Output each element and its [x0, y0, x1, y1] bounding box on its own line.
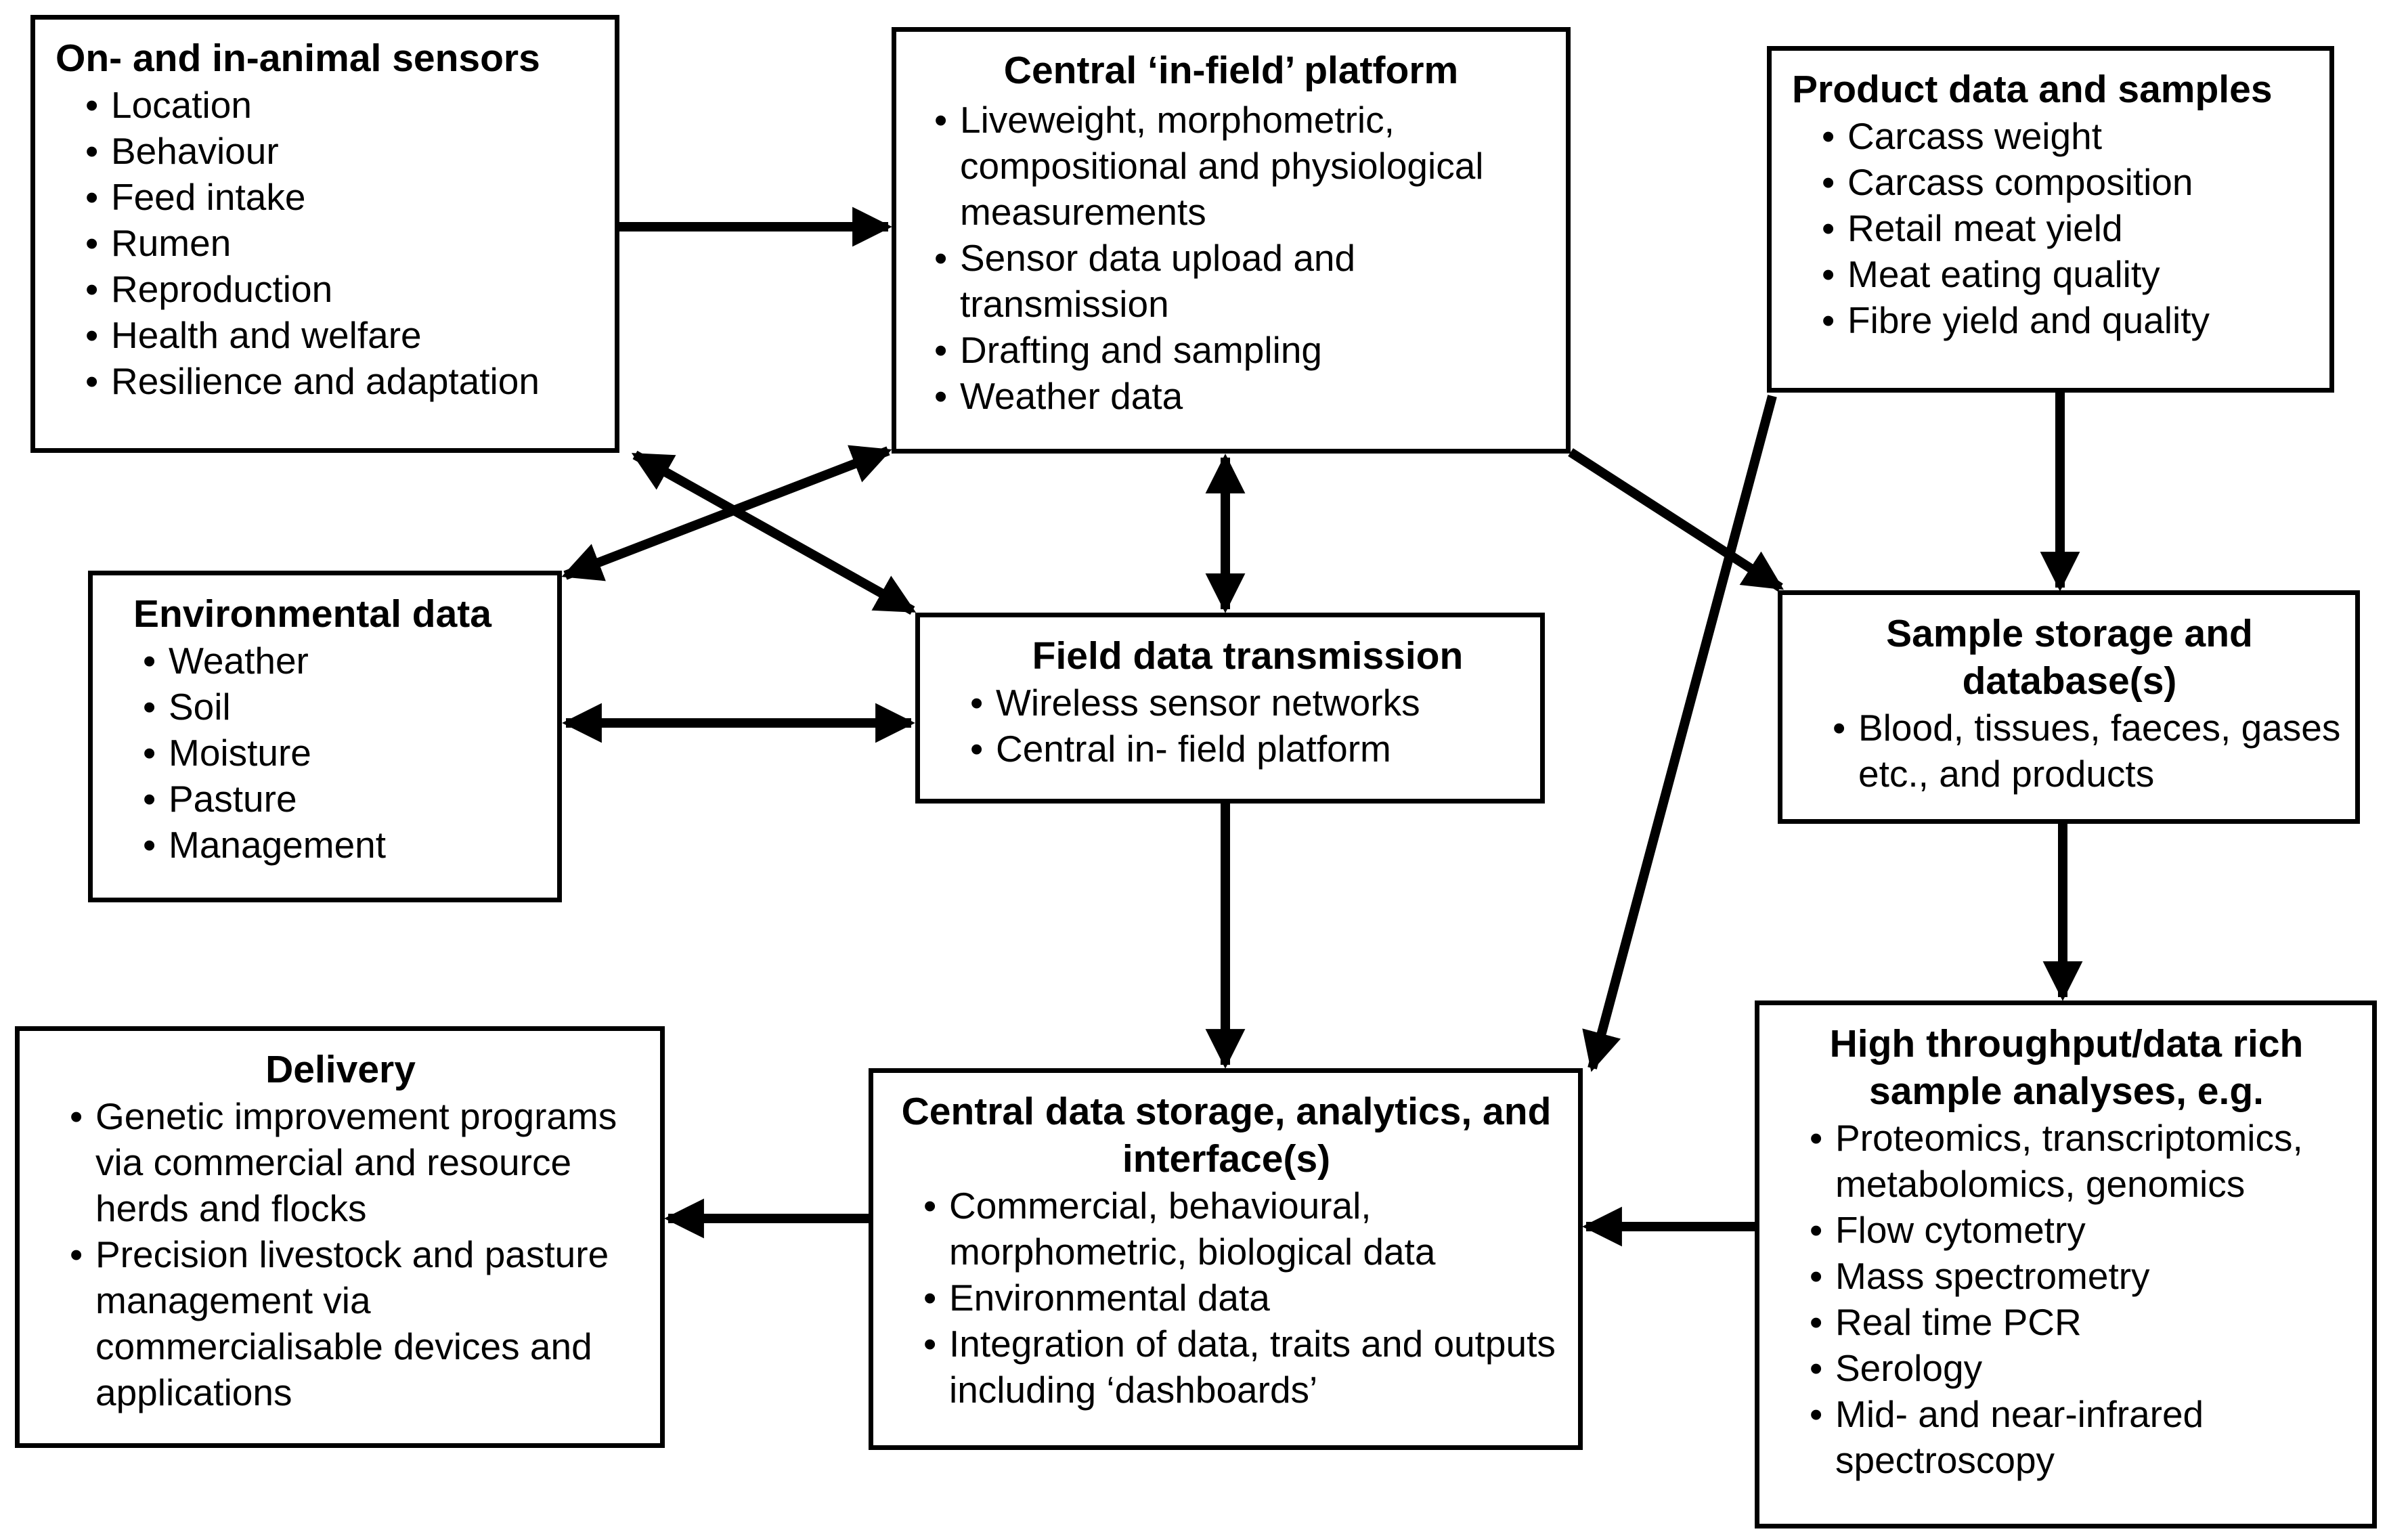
list-item: Liveweight, morphometric, compositional … — [932, 97, 1554, 235]
list-item: Meat eating quality — [1819, 251, 2317, 297]
environmental-box: Environmental data WeatherSoilMoisturePa… — [88, 571, 562, 902]
arrow-product-central — [1582, 395, 1777, 1072]
list-item: Fibre yield and quality — [1819, 297, 2317, 343]
product-box: Product data and samples Carcass weightC… — [1767, 46, 2334, 393]
list-item: Pasture — [140, 776, 545, 822]
list-item: Carcass weight — [1819, 113, 2317, 159]
list-item: Soil — [140, 684, 545, 730]
arrow-platform-environmental — [561, 445, 892, 581]
platform-box: Central ‘in-field’ platform Liveweight, … — [892, 27, 1571, 454]
list-item: Blood, tissues, faeces, gases etc., and … — [1830, 705, 2343, 797]
delivery-title: Delivery — [265, 1048, 416, 1091]
field-list: Wireless sensor networksCentral in- fiel… — [967, 680, 1528, 772]
list-item: Behaviour — [83, 128, 601, 174]
delivery-list: Genetic improvement programs via commerc… — [67, 1093, 648, 1415]
list-item: Real time PCR — [1807, 1299, 2360, 1345]
list-item: Drafting and sampling — [932, 327, 1554, 373]
storage-box: Sample storage and database(s) Blood, ti… — [1778, 590, 2360, 824]
sensors-title: On- and in-animal sensors — [56, 37, 540, 80]
sensors-box: On- and in-animal sensors LocationBehavi… — [30, 15, 619, 453]
product-list: Carcass weightCarcass compositionRetail … — [1819, 113, 2317, 343]
list-item: Serology — [1807, 1345, 2360, 1391]
list-item: Weather — [140, 638, 545, 684]
list-item: Commercial, behavioural, morphometric, b… — [921, 1183, 1566, 1275]
platform-list: Liveweight, morphometric, compositional … — [932, 97, 1554, 419]
list-item: Mass spectrometry — [1807, 1253, 2360, 1299]
list-item: Weather data — [932, 373, 1554, 419]
field-title: Field data transmission — [1032, 634, 1464, 678]
list-item: Wireless sensor networks — [967, 680, 1528, 726]
list-item: Resilience and adaptation — [83, 358, 601, 404]
htp-list: Proteomics, transcriptomics, metabolomic… — [1807, 1115, 2360, 1483]
list-item: Mid- and near-infrared spectroscopy — [1807, 1391, 2360, 1483]
list-item: Retail meat yield — [1819, 205, 2317, 251]
central-box: Central data storage, analytics, and int… — [869, 1068, 1583, 1450]
delivery-box: Delivery Genetic improvement programs vi… — [15, 1026, 665, 1448]
list-item: Flow cytometry — [1807, 1207, 2360, 1253]
list-item: Moisture — [140, 730, 545, 776]
product-title: Product data and samples — [1792, 68, 2273, 111]
central-list: Commercial, behavioural, morphometric, b… — [921, 1183, 1566, 1413]
list-item: Proteomics, transcriptomics, metabolomic… — [1807, 1115, 2360, 1207]
list-item: Precision livestock and pasture manageme… — [67, 1231, 648, 1415]
list-item: Location — [83, 82, 601, 128]
list-item: Reproduction — [83, 266, 601, 312]
storage-title: Sample storage and database(s) — [1886, 612, 2253, 703]
list-item: Genetic improvement programs via commerc… — [67, 1093, 648, 1231]
platform-title: Central ‘in-field’ platform — [1003, 49, 1459, 92]
list-item: Health and welfare — [83, 312, 601, 358]
list-item: Environmental data — [921, 1275, 1566, 1321]
htp-box: High throughput/data rich sample analyse… — [1755, 1000, 2377, 1528]
list-item: Central in- field platform — [967, 726, 1528, 772]
list-item: Feed intake — [83, 174, 601, 220]
environmental-title: Environmental data — [133, 592, 491, 636]
list-item: Carcass composition — [1819, 159, 2317, 205]
central-title: Central data storage, analytics, and int… — [901, 1090, 1552, 1181]
list-item: Rumen — [83, 220, 601, 266]
list-item: Sensor data upload and transmission — [932, 235, 1554, 327]
field-box: Field data transmission Wireless sensor … — [915, 613, 1545, 804]
list-item: Management — [140, 822, 545, 868]
sensors-list: LocationBehaviourFeed intakeRumenReprodu… — [83, 82, 601, 404]
htp-title: High throughput/data rich sample analyse… — [1829, 1022, 2304, 1113]
storage-list: Blood, tissues, faeces, gases etc., and … — [1830, 705, 2343, 797]
arrow-platform-storage — [1568, 448, 1784, 592]
list-item: Integration of data, traits and outputs … — [921, 1321, 1566, 1413]
environmental-list: WeatherSoilMoisturePastureManagement — [140, 638, 545, 868]
